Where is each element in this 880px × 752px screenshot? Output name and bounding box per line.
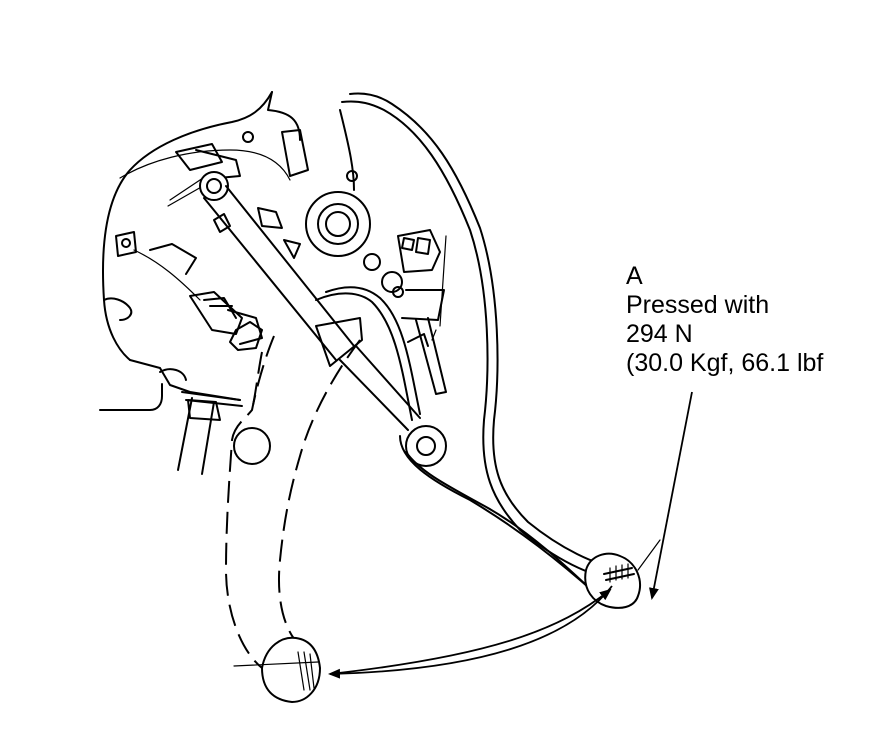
callout-line-1: Pressed with [626, 291, 770, 319]
pedal-pivot [305, 191, 404, 298]
travel-arrow [328, 585, 613, 679]
callout-letter: A [626, 262, 643, 290]
leader-arrow [637, 391, 693, 600]
brake-switch [397, 229, 447, 395]
callout-line-3: (30.0 Kgf, 66.1 lbf [626, 349, 824, 377]
mounting-bracket [99, 91, 358, 475]
pedal-arm-released [315, 92, 641, 609]
callout-label: A Pressed with 294 N (30.0 Kgf, 66.1 lbf [626, 262, 823, 378]
push-rod [199, 171, 447, 467]
callout-line-2: 294 N [626, 320, 693, 348]
pedal-arm-depressed [224, 335, 361, 704]
return-spring-cable [115, 143, 263, 345]
